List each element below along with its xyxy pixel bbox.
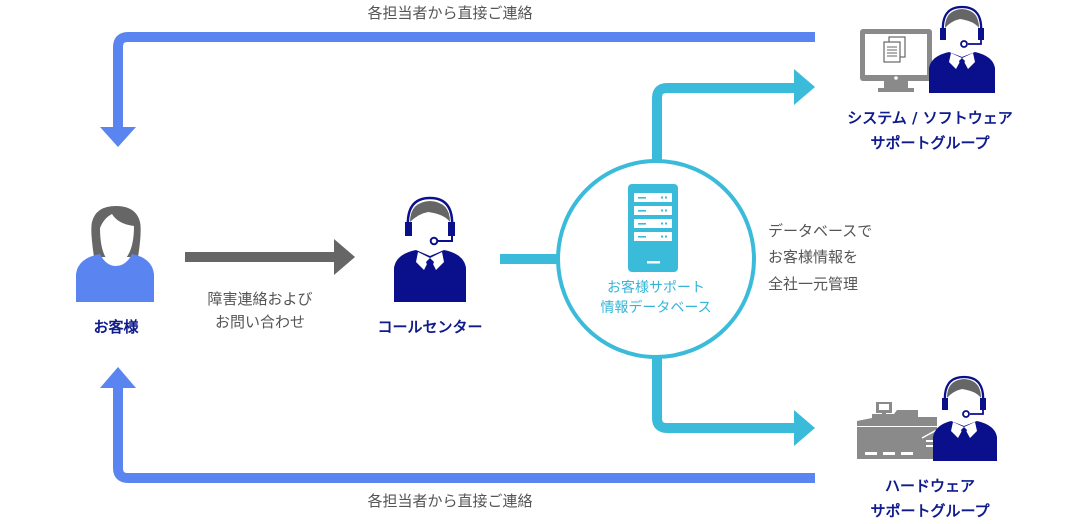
db-note-label: データベースで お客様情報を 全社一元管理 — [768, 218, 872, 297]
db-to-hardware-arrow — [652, 345, 815, 446]
software-group-label: システム / ソフトウェア サポートグループ — [820, 106, 1040, 156]
customer-label: お客様 — [93, 318, 139, 336]
software-group-line-2: サポートグループ — [870, 133, 990, 152]
hardware-group-line-2: サポートグループ — [870, 501, 990, 520]
printer-machine-operator-icon — [857, 375, 997, 461]
db-to-software-arrow — [652, 69, 815, 180]
inquiry-label-line-2: お問い合わせ — [214, 312, 305, 331]
software-group-line-1: システム / ソフトウェア — [847, 109, 1013, 127]
server-icon — [628, 184, 678, 272]
bottom-contact-label: 各担当者から直接ご連絡 — [367, 492, 533, 510]
db-note-line-3: 全社一元管理 — [768, 274, 859, 293]
hardware-group-line-1: ハードウェア — [884, 477, 975, 495]
database-label-line-1: お客様サポート — [607, 280, 705, 296]
inquiry-arrow — [185, 239, 355, 275]
call-center-label: コールセンター — [377, 318, 483, 336]
customer-person-icon — [76, 206, 154, 302]
inquiry-label: 障害連絡および お問い合わせ — [185, 288, 335, 333]
database-label-line-2: 情報データベース — [600, 300, 712, 317]
top-contact-label: 各担当者から直接ご連絡 — [367, 4, 533, 22]
database-label: お客様サポート 情報データベース — [576, 278, 736, 319]
callcenter-db-connector — [500, 254, 558, 264]
operator-headset-icon — [394, 196, 466, 302]
top-contact-arrow — [100, 32, 815, 147]
documents-icon — [883, 36, 906, 63]
bottom-contact-arrow — [100, 367, 815, 483]
hardware-group-label: ハードウェア サポートグループ — [820, 474, 1040, 524]
db-note-line-1: データベースで — [768, 222, 873, 240]
inquiry-label-line-1: 障害連絡および — [207, 290, 313, 308]
monitor-documents-operator-icon — [860, 5, 995, 93]
db-note-line-2: お客様情報を — [768, 248, 859, 267]
